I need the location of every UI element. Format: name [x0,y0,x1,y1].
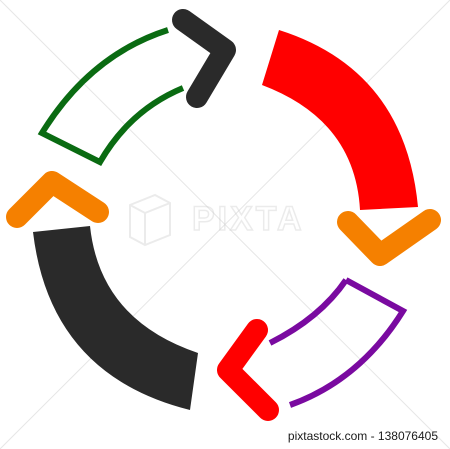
green-arrow-head [172,9,236,108]
red-arrow-body [262,30,418,210]
orange-arrow-head-left [6,171,109,228]
dark-arrow-body [33,226,198,410]
pixta-watermark: PIXTA [129,193,305,247]
orange-arrow-head-right [337,209,441,266]
purple-arrow-body [268,277,408,408]
stock-id-label: pixtastock.com - 138076405 [287,429,438,443]
green-arrow-body [37,27,185,166]
red-arrow-head [217,319,279,421]
watermark-text: PIXTA [192,200,305,238]
